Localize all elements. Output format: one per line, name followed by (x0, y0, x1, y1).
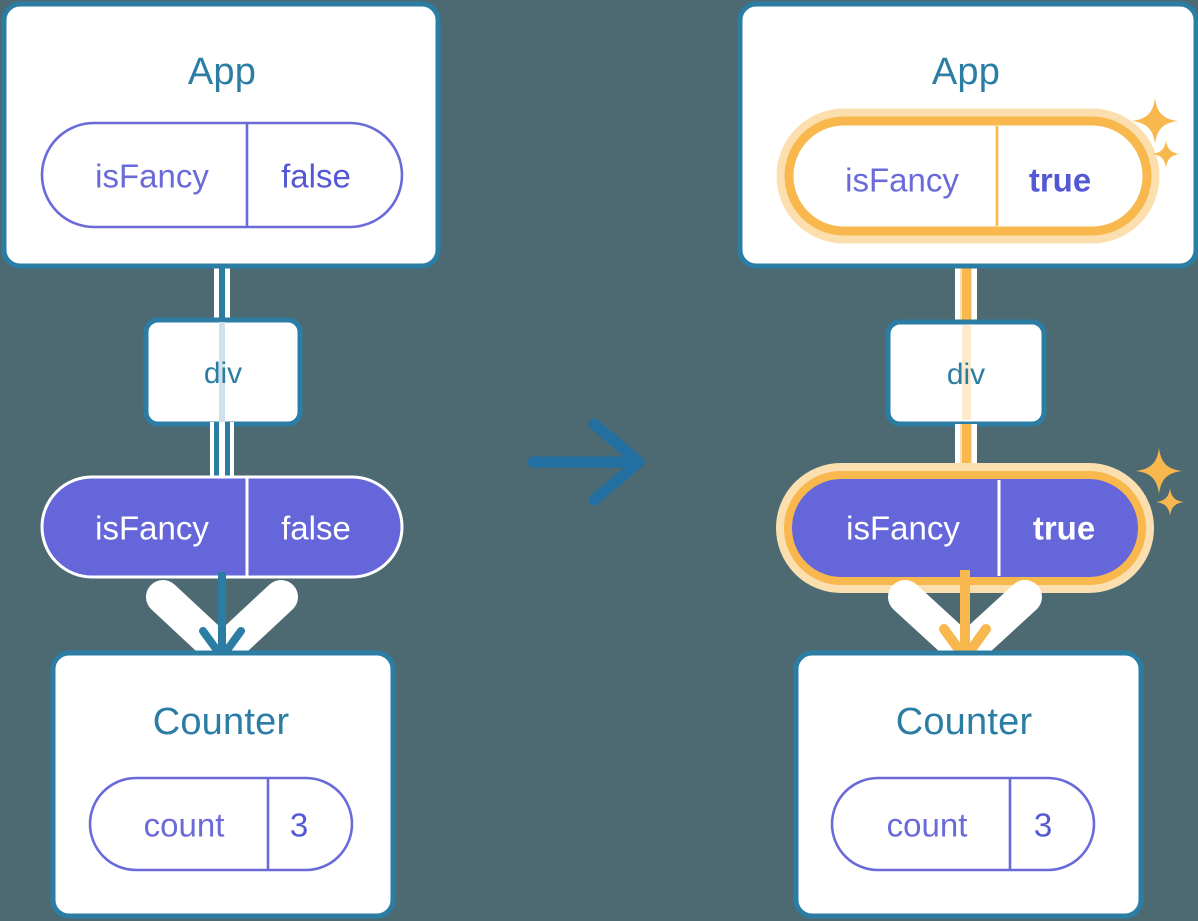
counter-pill-after (830, 776, 1096, 872)
counter-title-before: Counter (152, 701, 290, 743)
prop-pill-key-after: isFancy (846, 509, 960, 547)
counter-pill-value-before: 3 (289, 806, 309, 844)
div-box-after (885, 319, 1047, 427)
counter-pill-key-before: count (143, 806, 225, 844)
app-pill-after (776, 108, 1160, 244)
app-pill-value-before: false (281, 157, 351, 195)
prop-pill-value-after: true (1032, 509, 1096, 547)
prop-pill-value-before: false (281, 509, 351, 547)
counter-title-after: Counter (895, 701, 1033, 743)
counter-pill-value-after: 3 (1033, 806, 1053, 844)
counter-pill-before (88, 776, 354, 872)
app-pill-key-before: isFancy (95, 157, 209, 195)
div-label-before: div (203, 357, 243, 390)
after-diagram (737, 1, 1198, 919)
app-title-before: App (187, 51, 257, 93)
app-title-after: App (931, 51, 1001, 93)
div-label-after: div (946, 358, 986, 391)
sparkle-large-icon (1136, 448, 1182, 494)
counter-pill-key-after: count (886, 806, 968, 844)
prop-arrow-before (199, 572, 245, 661)
app-pill-value-after: true (1028, 161, 1092, 199)
app-pill-before (40, 121, 404, 229)
before-diagram (1, 1, 441, 919)
app-pill-key-after: isFancy (845, 161, 959, 199)
transition-arrow-icon (527, 418, 645, 506)
sparkle-small-icon (1156, 488, 1184, 516)
prop-pill-key-before: isFancy (95, 509, 209, 547)
